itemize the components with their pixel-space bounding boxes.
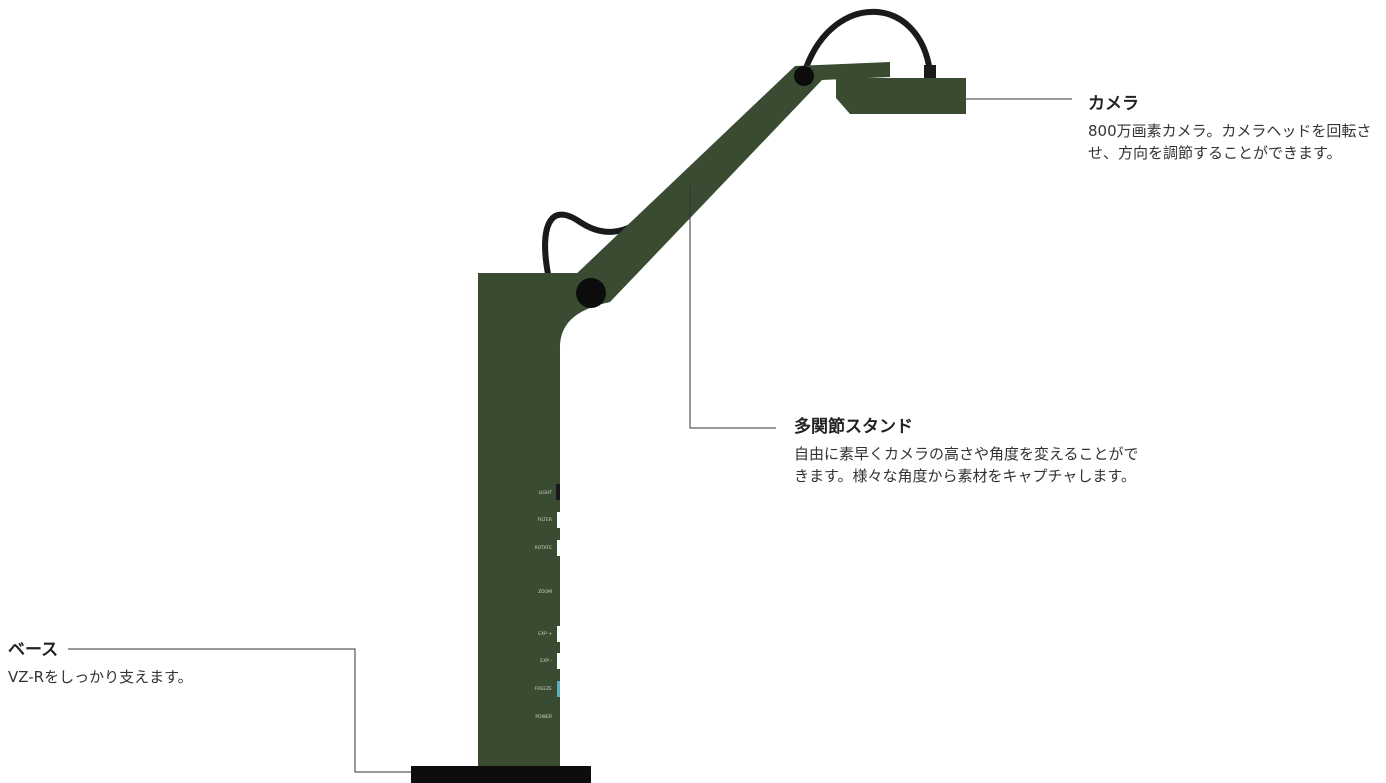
control-buttons: LIGHT FILTER ROTATE ZOOM EXP + EXP - FRE… <box>535 490 553 720</box>
base-plate <box>411 766 591 783</box>
stand-leader-line <box>689 186 776 429</box>
exp-plus-button-edge <box>557 626 560 642</box>
light-button-edge <box>556 484 560 500</box>
stand-callout: 多関節スタンド 自由に素早くカメラの高さや角度を変えることができます。様々な角度… <box>794 415 1174 488</box>
button-label-freeze: FREEZE <box>535 686 552 692</box>
rotate-button-edge <box>557 540 560 556</box>
camera-connector <box>924 65 936 80</box>
button-label-exp-minus: EXP - <box>540 658 552 664</box>
exp-minus-button-edge <box>557 653 560 669</box>
camera-description: 800万画素カメラ。カメラヘッドを回転させ、方向を調節することができます。 <box>1088 121 1372 163</box>
button-label-power: POWER <box>535 714 552 720</box>
camera-title: カメラ <box>1088 94 1139 114</box>
button-label-light: LIGHT <box>539 490 553 496</box>
stand-title: 多関節スタンド <box>794 417 913 437</box>
filter-button-edge <box>557 512 560 528</box>
button-label-zoom: ZOOM <box>538 589 552 595</box>
button-label-rotate: ROTATE <box>535 545 553 551</box>
camera-cable <box>803 8 933 75</box>
base-callout: ベース VZ-Rをしっかり支えます。 <box>8 638 348 688</box>
base-description: VZ-Rをしっかり支えます。 <box>8 667 193 686</box>
base-leader-line <box>68 648 411 773</box>
shoulder-joint <box>576 278 606 308</box>
button-label-exp-plus: EXP + <box>538 631 552 637</box>
camera-callout: カメラ 800万画素カメラ。カメラヘッドを回転させ、方向を調節することができます… <box>1088 92 1386 165</box>
stand-column <box>478 273 610 766</box>
stand-description: 自由に素早くカメラの高さや角度を変えることができます。様々な角度から素材をキャプ… <box>794 444 1139 486</box>
camera-head <box>836 78 966 114</box>
upper-arm <box>572 62 890 302</box>
freeze-indicator <box>557 681 560 697</box>
button-label-filter: FILTER <box>537 517 552 523</box>
base-title: ベース <box>8 640 59 660</box>
elbow-joint <box>794 66 814 86</box>
